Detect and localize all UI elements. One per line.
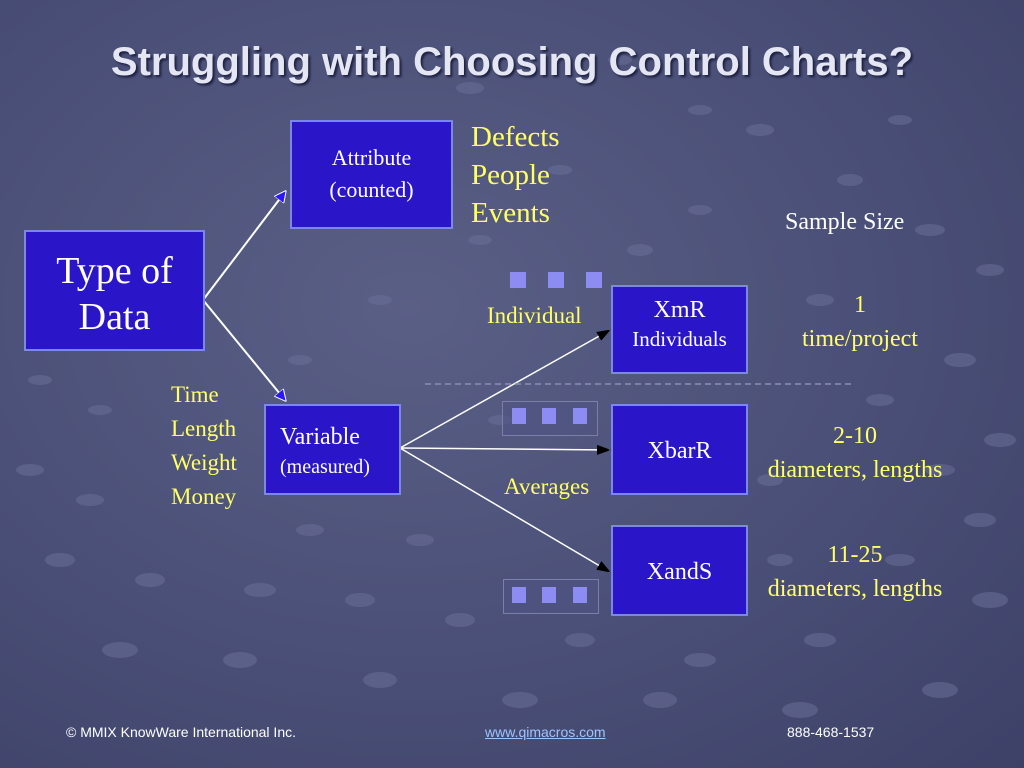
type-of-data-box: Type of Data xyxy=(24,230,205,351)
example-money: Money xyxy=(171,484,237,509)
sample-square xyxy=(586,272,602,288)
sample-square xyxy=(548,272,564,288)
attribute-line2: (counted) xyxy=(329,177,414,202)
website-link[interactable]: www.qimacros.com xyxy=(485,724,606,740)
xbarr-name: XbarR xyxy=(647,438,712,464)
xmr-sample-size: 1 time/project xyxy=(760,288,960,356)
averages-label: Averages xyxy=(504,474,590,499)
example-length: Length xyxy=(171,416,237,441)
xands-size-line2: diameters, lengths xyxy=(767,576,943,602)
arrow-to-attribute xyxy=(202,192,285,301)
xmr-size-line2: time/project xyxy=(802,326,918,352)
example-defects: Defects xyxy=(471,121,560,153)
arrow-to-xmr xyxy=(399,329,611,449)
footer-website: www.qimacros.com xyxy=(485,724,606,740)
xands-chart-box: XandS xyxy=(611,525,748,616)
sample-square xyxy=(542,587,556,603)
variable-examples: Time Length Weight Money xyxy=(171,378,237,514)
individual-sample-icon xyxy=(510,272,606,292)
footer-copyright: © MMIX KnowWare International Inc. xyxy=(66,724,296,740)
xmr-name: XmR xyxy=(653,297,706,323)
example-people: People xyxy=(471,159,550,191)
individual-label: Individual xyxy=(487,303,582,328)
averages-sample-icon-top xyxy=(512,408,592,428)
footer-phone: 888-468-1537 xyxy=(787,724,875,740)
example-weight: Weight xyxy=(171,450,237,475)
slide-title: Struggling with Choosing Control Charts? xyxy=(110,40,914,84)
sample-square xyxy=(512,587,526,603)
xbarr-size-line1: 2-10 xyxy=(833,423,877,449)
averages-sample-icon-bottom xyxy=(512,587,592,607)
xands-name: XandS xyxy=(646,559,713,585)
xmr-size-line1: 1 xyxy=(854,292,866,318)
xands-sample-size: 11-25 diameters, lengths xyxy=(750,538,960,606)
xmr-chart-box: XmR Individuals xyxy=(611,285,748,374)
variable-box: Variable (measured) xyxy=(264,404,401,495)
arrow-to-variable xyxy=(202,299,285,400)
sample-square xyxy=(573,408,587,424)
xands-size-line1: 11-25 xyxy=(827,542,883,568)
attribute-line1: Attribute xyxy=(331,145,412,170)
xbarr-size-line2: diameters, lengths xyxy=(767,457,943,483)
attribute-box: Attribute (counted) xyxy=(290,120,453,229)
variable-line1: Variable xyxy=(280,424,360,450)
attribute-examples: Defects People Events xyxy=(471,118,560,232)
type-of-data-line2: Data xyxy=(78,296,151,338)
sample-size-label: Sample Size xyxy=(785,209,905,235)
xbarr-sample-size: 2-10 diameters, lengths xyxy=(750,419,960,487)
sample-square xyxy=(542,408,556,424)
sample-square xyxy=(573,587,587,603)
example-events: Events xyxy=(471,197,550,229)
xbarr-chart-box: XbarR xyxy=(611,404,748,495)
sample-square xyxy=(512,408,526,424)
sample-square xyxy=(510,272,526,288)
xmr-sub: Individuals xyxy=(632,327,727,351)
example-time: Time xyxy=(171,382,219,407)
variable-line2: (measured) xyxy=(280,456,370,478)
type-of-data-line1: Type of xyxy=(56,250,173,292)
arrow-to-xbarr xyxy=(399,444,611,455)
arrow-to-xands xyxy=(399,447,611,573)
